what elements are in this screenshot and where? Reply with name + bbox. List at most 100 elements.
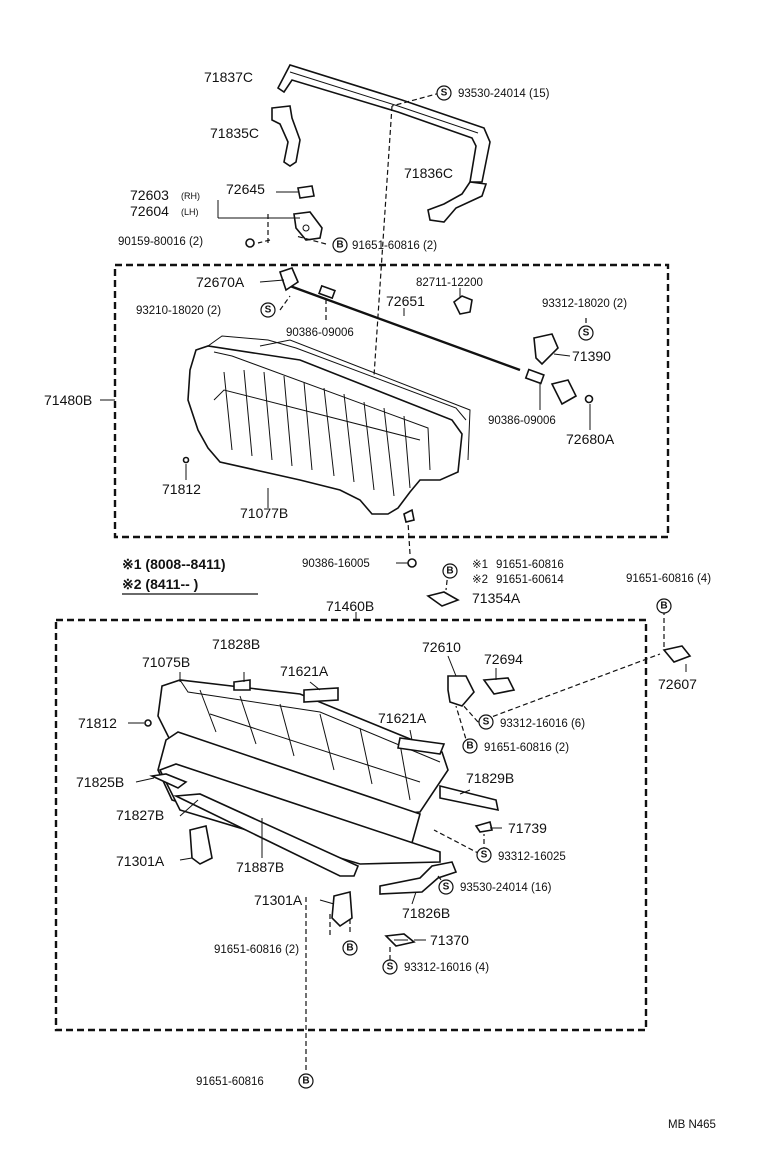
screw-symbol-93530a: S bbox=[436, 85, 452, 101]
label-71354A: 71354A bbox=[472, 590, 521, 606]
label-72603: 72603 bbox=[130, 187, 169, 203]
label-71075B: 71075B bbox=[142, 654, 190, 670]
label-mark1: ※1 bbox=[472, 559, 488, 571]
label-71836C: 71836C bbox=[404, 165, 453, 181]
label-71825B: 71825B bbox=[76, 774, 124, 790]
svg-text:S: S bbox=[443, 882, 450, 893]
screw-symbol-93530b: S bbox=[438, 879, 454, 895]
svg-text:B: B bbox=[346, 943, 353, 954]
legend-line-1: ※1 (8008--8411) bbox=[122, 556, 226, 572]
seat-rear-bracket-part bbox=[379, 861, 458, 895]
label-71827B: 71827B bbox=[116, 807, 164, 823]
label-90159-80016: 90159-80016 (2) bbox=[118, 236, 203, 248]
label-91651-60816-2b: 91651-60816 (2) bbox=[484, 742, 569, 754]
cushion-spacer-part bbox=[233, 679, 251, 691]
svg-text:B: B bbox=[336, 240, 343, 251]
label-93312-18020: 93312-18020 (2) bbox=[542, 298, 627, 310]
striker-part bbox=[426, 591, 460, 607]
label-90386-09006-a: 90386-09006 bbox=[286, 327, 354, 339]
label-72651: 72651 bbox=[386, 293, 425, 309]
label-72603-note: (RH) bbox=[181, 191, 200, 201]
front-rail-part bbox=[149, 773, 188, 789]
label-71370: 71370 bbox=[430, 932, 469, 948]
bolt-symbol-91651d: B bbox=[656, 598, 672, 614]
label-93312-16016-6: 93312-16016 (6) bbox=[500, 718, 585, 730]
label-93530-24014-16: 93530-24014 (16) bbox=[460, 882, 552, 894]
seat-cushion-part bbox=[157, 679, 449, 815]
label-72610: 72610 bbox=[422, 639, 461, 655]
screw-symbol-93210: S bbox=[260, 302, 276, 318]
label-93210-18020: 93210-18020 (2) bbox=[136, 305, 221, 317]
label-91651-60816-m1: 91651-60816 bbox=[496, 559, 564, 571]
diagram-code: MB N465 bbox=[668, 1119, 716, 1131]
label-71887B: 71887B bbox=[236, 859, 284, 875]
seatback-board-part bbox=[259, 339, 471, 461]
label-71835C: 71835C bbox=[210, 125, 259, 141]
label-72645: 72645 bbox=[226, 181, 265, 197]
lower-grommet-part bbox=[407, 558, 417, 568]
screw-symbol-93312c: S bbox=[476, 847, 492, 863]
label-71390: 71390 bbox=[572, 348, 611, 364]
label-91651-60816-2c: 91651-60816 (2) bbox=[214, 944, 299, 956]
label-72670A: 72670A bbox=[196, 274, 245, 290]
release-lever-part bbox=[533, 333, 559, 366]
right-rail-bracket-part bbox=[427, 181, 488, 223]
svg-text:S: S bbox=[387, 962, 394, 973]
label-72607: 72607 bbox=[658, 676, 697, 692]
bolt-symbol-91651g: B bbox=[298, 1073, 314, 1089]
label-71480B: 71480B bbox=[44, 392, 92, 408]
seatback-hinge-part bbox=[293, 211, 323, 241]
label-71621A-2: 71621A bbox=[378, 710, 427, 726]
label-71812-upper: 71812 bbox=[162, 481, 201, 497]
label-mark2: ※2 bbox=[472, 574, 488, 586]
rod-clip-part bbox=[452, 295, 473, 315]
label-71829B: 71829B bbox=[466, 770, 514, 786]
label-71301A-2: 71301A bbox=[254, 892, 303, 908]
label-91651-60614: 91651-60614 bbox=[496, 574, 564, 586]
label-72694: 72694 bbox=[484, 651, 523, 667]
seatback-lock-bracket-part bbox=[662, 645, 692, 663]
label-71460B: 71460B bbox=[326, 598, 374, 614]
lower-rail-part bbox=[173, 793, 360, 877]
seatback-cushion-part bbox=[187, 335, 467, 515]
label-91651-60816-4: 91651-60816 (4) bbox=[626, 573, 711, 585]
bolt-symbol-91651e: B bbox=[462, 738, 478, 754]
cushion-pad-left-part bbox=[303, 687, 339, 703]
svg-text:B: B bbox=[660, 601, 667, 612]
label-91651-60816-bottom: 91651-60816 bbox=[196, 1076, 264, 1088]
bolt-symbol-91651f: B bbox=[342, 940, 358, 956]
label-71739: 71739 bbox=[508, 820, 547, 836]
svg-text:B: B bbox=[302, 1076, 309, 1087]
screw-symbol-93312b: S bbox=[478, 714, 494, 730]
label-91651-60816-2: 91651-60816 (2) bbox=[352, 240, 437, 252]
svg-text:S: S bbox=[481, 850, 488, 861]
label-71828B: 71828B bbox=[212, 636, 260, 652]
label-71077B: 71077B bbox=[240, 505, 288, 521]
svg-text:S: S bbox=[441, 88, 448, 99]
svg-text:B: B bbox=[466, 741, 473, 752]
leader-lines bbox=[100, 92, 687, 1070]
label-93312-16025: 93312-16025 bbox=[498, 851, 566, 863]
spring-part bbox=[474, 821, 493, 833]
lower-assembly-frame bbox=[54, 618, 648, 1032]
label-72680A: 72680A bbox=[566, 431, 615, 447]
label-72604: 72604 bbox=[130, 203, 169, 219]
headrest-rail-part bbox=[276, 64, 491, 183]
label-93530-24014-15: 93530-24014 (15) bbox=[458, 88, 550, 100]
svg-text:S: S bbox=[483, 717, 490, 728]
seatback-lower-clip-part bbox=[403, 508, 415, 523]
label-71837C: 71837C bbox=[204, 69, 253, 85]
bolt-symbol-91651a: B bbox=[332, 237, 348, 253]
label-71621A-1: 71621A bbox=[280, 663, 329, 679]
seatback-hook-part bbox=[182, 456, 190, 464]
release-rod-part bbox=[278, 267, 594, 406]
svg-text:S: S bbox=[583, 328, 590, 339]
hinge-cap-part bbox=[297, 185, 315, 199]
seat-latch-part bbox=[447, 675, 475, 707]
label-71812-lower: 71812 bbox=[78, 715, 117, 731]
cushion-pad-right-part bbox=[397, 737, 446, 755]
legend-line-2: ※2 (8411-- ) bbox=[122, 576, 198, 592]
seat-pan-part bbox=[158, 763, 441, 865]
svg-text:S: S bbox=[265, 305, 272, 316]
side-rail-part bbox=[439, 784, 500, 812]
